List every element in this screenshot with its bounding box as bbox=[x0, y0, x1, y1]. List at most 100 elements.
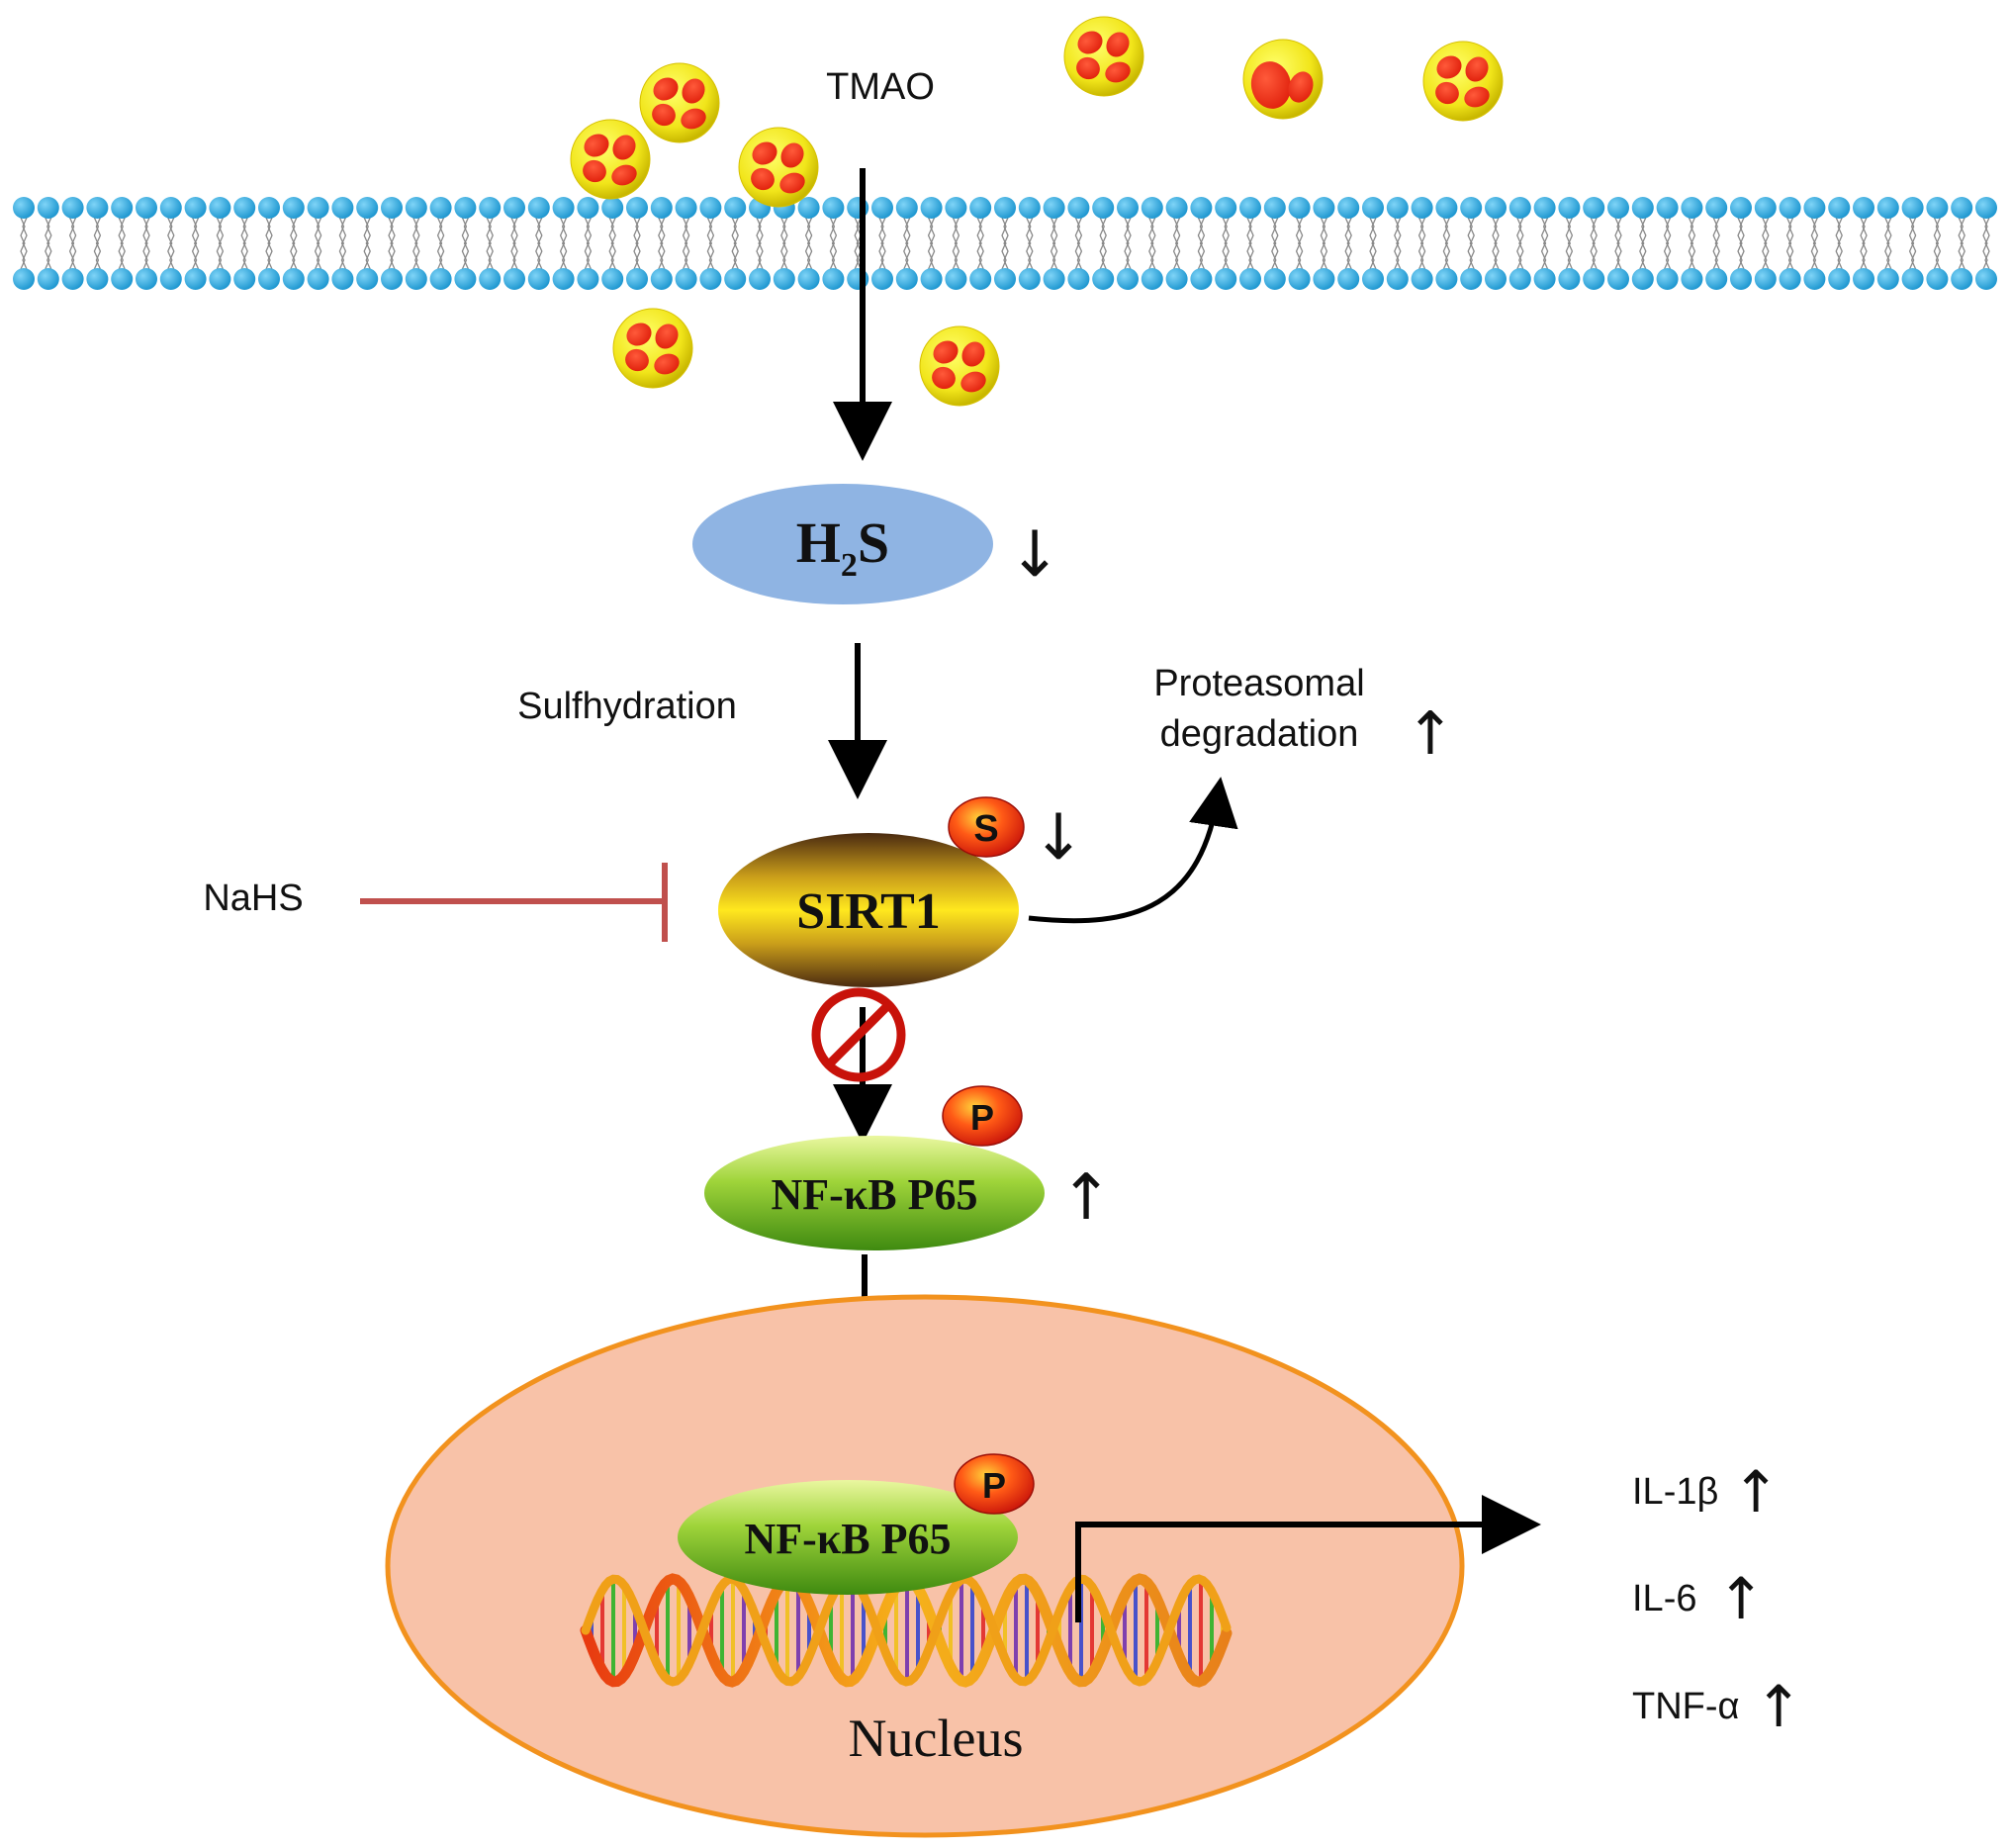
lipid-tail bbox=[1908, 217, 1915, 245]
lipid-tail bbox=[878, 217, 884, 245]
lipid-head bbox=[1730, 197, 1752, 219]
lipid-head bbox=[1631, 268, 1654, 290]
lipid-head bbox=[895, 268, 918, 290]
lipid-tail bbox=[682, 241, 688, 270]
lipid-tail bbox=[1419, 241, 1426, 270]
lipid-head bbox=[136, 197, 157, 219]
lipid-head bbox=[1165, 268, 1188, 290]
lipid-tail bbox=[436, 241, 443, 270]
lipid-head bbox=[503, 197, 525, 219]
lipid-tail bbox=[1862, 241, 1868, 270]
lipid-tail bbox=[978, 241, 984, 270]
nfkb-cytoplasm-ellipse bbox=[704, 1136, 1045, 1250]
proteasomal-label-line2: degradation bbox=[1160, 713, 1359, 755]
lipid-tail bbox=[46, 241, 52, 270]
lipid-tail bbox=[167, 241, 173, 270]
lipid-tail bbox=[1565, 217, 1572, 245]
lipid-tail bbox=[658, 241, 664, 270]
lipid-tail bbox=[1984, 241, 1990, 270]
lipid-head bbox=[1828, 197, 1851, 219]
lipid-tail bbox=[1150, 241, 1156, 270]
lipid-tail bbox=[1224, 241, 1230, 270]
tmao-molecule bbox=[1063, 16, 1144, 97]
lipid-head bbox=[1508, 197, 1531, 219]
lipid-head bbox=[797, 197, 820, 219]
lipid-tail bbox=[1003, 217, 1009, 245]
lipid-tail bbox=[1051, 241, 1058, 270]
lipid-head bbox=[1337, 268, 1360, 290]
lipid-head bbox=[1386, 197, 1409, 219]
proteasomal-increase-arrow: ↑ bbox=[1406, 699, 1455, 769]
h2s-base: H bbox=[796, 510, 841, 575]
lipid-tail bbox=[1248, 217, 1254, 245]
p-badge-nucleus-circle bbox=[954, 1453, 1035, 1515]
lipid-tail bbox=[1639, 241, 1645, 270]
lipid-tail bbox=[952, 241, 959, 270]
lipid-tail bbox=[463, 217, 470, 245]
lipid-head bbox=[381, 268, 403, 290]
lipid-head bbox=[1460, 268, 1483, 290]
lipid-tail bbox=[1764, 241, 1770, 270]
lipid-tail bbox=[782, 217, 788, 245]
lipid-tail bbox=[756, 217, 762, 245]
tmao-molecule bbox=[1242, 39, 1324, 120]
lipid-tail bbox=[535, 217, 541, 245]
lipid-head bbox=[1141, 268, 1163, 290]
lipid-tail bbox=[608, 241, 614, 270]
lipid-head bbox=[920, 268, 943, 290]
lipid-tail bbox=[561, 217, 568, 245]
nfkb-cytoplasm-label: NF-κB P65 bbox=[772, 1170, 978, 1219]
lipid-tail bbox=[1050, 241, 1056, 270]
cytokine-il1b: IL-1β bbox=[1632, 1471, 1718, 1513]
lipid-head bbox=[258, 197, 280, 219]
lipid-tail bbox=[854, 241, 860, 270]
lipid-tail bbox=[388, 217, 394, 245]
lipid-head bbox=[282, 268, 305, 290]
lipid-head bbox=[111, 197, 134, 219]
lipid-tail bbox=[167, 217, 173, 245]
lipid-tail bbox=[1199, 241, 1206, 270]
lipid-tail bbox=[954, 217, 960, 245]
lipid-tail bbox=[1246, 241, 1252, 270]
lipid-tail bbox=[1001, 217, 1007, 245]
lipid-tail bbox=[1222, 217, 1228, 245]
lipid-tail bbox=[756, 241, 762, 270]
lipid-head bbox=[1067, 197, 1090, 219]
lipid-tail bbox=[780, 241, 786, 270]
lipid-head bbox=[969, 268, 992, 290]
lipid-head bbox=[61, 268, 84, 290]
lipid-head bbox=[405, 268, 427, 290]
lipid-head bbox=[1607, 197, 1629, 219]
lipid-tail bbox=[1197, 241, 1204, 270]
lipid-tail bbox=[316, 217, 322, 245]
lipid-tail bbox=[1567, 217, 1574, 245]
lipid-tail bbox=[927, 217, 934, 245]
lipid-tail bbox=[486, 217, 492, 245]
lipid-tail bbox=[1492, 241, 1498, 270]
lipid-tail bbox=[954, 241, 960, 270]
lipid-tail bbox=[390, 241, 396, 270]
lipid-tail bbox=[1271, 241, 1277, 270]
lipid-tail bbox=[1516, 217, 1522, 245]
lipid-tail bbox=[1984, 217, 1990, 245]
lipid-tail bbox=[1960, 241, 1965, 270]
lipid-tail bbox=[635, 241, 641, 270]
lipid-tail bbox=[1224, 217, 1230, 245]
lipid-tail bbox=[1419, 217, 1426, 245]
lipid-head bbox=[650, 197, 673, 219]
tmao-molecules bbox=[570, 16, 1504, 407]
lipid-tail bbox=[1028, 217, 1034, 245]
membrane-heads-inner bbox=[13, 268, 1997, 290]
lipid-head bbox=[1951, 197, 1973, 219]
lipid-tail bbox=[1935, 241, 1942, 270]
lipid-head bbox=[895, 197, 918, 219]
lipid-tail bbox=[144, 217, 150, 245]
lipid-tail bbox=[365, 217, 371, 245]
lipid-tail bbox=[804, 217, 811, 245]
lipid-tail bbox=[463, 241, 470, 270]
lipid-tail bbox=[461, 217, 468, 245]
lipid-head bbox=[626, 197, 648, 219]
lipid-head bbox=[1190, 268, 1213, 290]
lipid-tail bbox=[1148, 217, 1154, 245]
nfkb-increase-arrow: ↑ bbox=[1059, 1161, 1113, 1235]
